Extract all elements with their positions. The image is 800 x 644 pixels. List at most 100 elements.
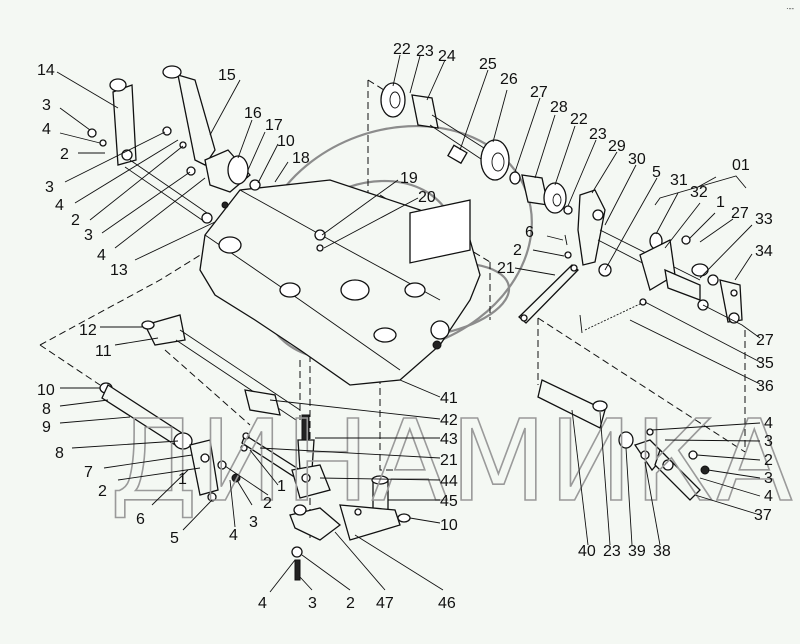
callout-17: 17 [265, 117, 283, 134]
callout-40: 40 [578, 543, 596, 560]
boss [279, 282, 301, 298]
leader-8a [59, 399, 109, 407]
leader-15 [209, 79, 241, 136]
lever-29-hole [592, 209, 604, 221]
leader-2b [89, 145, 184, 221]
ring-27 [509, 171, 521, 185]
link-21-upper [518, 234, 579, 324]
callout-42: 42 [440, 412, 458, 429]
lever-arm [177, 74, 216, 166]
callout-10: 10 [440, 517, 458, 534]
leader-1a [689, 212, 716, 239]
callout-19: 19 [400, 170, 418, 187]
rod-block [244, 389, 281, 416]
pin-45-top [371, 475, 389, 485]
leader-16 [237, 119, 253, 159]
callout-20: 20 [418, 189, 436, 206]
callout-14: 14 [37, 62, 55, 79]
lever-34 [697, 274, 743, 324]
callout-21: 21 [497, 260, 515, 277]
leader-2c [532, 249, 565, 257]
lever-44-plate [291, 464, 331, 499]
link-hole [240, 444, 248, 452]
lower-right-group [537, 379, 710, 501]
housing-edge [204, 234, 401, 371]
leader-8b [71, 440, 179, 449]
housing-edge [239, 189, 441, 301]
leader-21b [259, 447, 441, 459]
callout-44: 44 [440, 473, 458, 490]
leader-6a [546, 235, 564, 241]
fork-hole [200, 453, 210, 463]
callout-6: 6 [525, 224, 534, 241]
washer [99, 139, 107, 147]
leader-3a [59, 107, 91, 131]
bolt [186, 166, 196, 176]
callout-28: 28 [550, 99, 568, 116]
callout-45: 45 [440, 493, 458, 510]
boss [404, 282, 426, 298]
washer-2 [291, 546, 303, 558]
leader-23c [599, 411, 611, 546]
callout-10: 10 [37, 382, 55, 399]
watermark-text: ДИНАМИКА 76 [110, 397, 800, 527]
callout-18: 18 [292, 150, 310, 167]
callout-31: 31 [670, 172, 688, 189]
callout-34: 34 [755, 243, 773, 260]
leader-1c [249, 449, 279, 486]
callout-8: 8 [55, 445, 64, 462]
leader-3d [237, 481, 253, 506]
leader-31 [655, 192, 679, 235]
callout-46: 46 [438, 595, 456, 612]
callout-23: 23 [589, 126, 607, 143]
leader-4b [74, 139, 179, 204]
boss [340, 279, 370, 301]
leader-14 [56, 71, 119, 109]
callout-4: 4 [42, 121, 51, 138]
leader-22b [554, 125, 576, 186]
bushing [691, 263, 709, 277]
plate-hole [354, 508, 362, 516]
spring-assembly [579, 298, 647, 334]
lever-hole [728, 312, 740, 324]
dash-line [164, 349, 251, 426]
bolt [87, 128, 97, 138]
leader-2g [696, 454, 761, 461]
leader-27a [514, 97, 541, 173]
callout-2: 2 [764, 452, 773, 469]
leader-3g [707, 469, 761, 479]
leader-9 [59, 416, 131, 424]
callout-1: 1 [716, 194, 725, 211]
washer-20 [316, 244, 324, 252]
washer-2 [217, 460, 227, 470]
corner-mark: ·-- [786, 4, 794, 13]
leader-4e [269, 559, 296, 593]
leader-4f [651, 422, 761, 431]
housing-flange [409, 199, 471, 264]
callout-2: 2 [346, 595, 355, 612]
bolt [162, 126, 172, 136]
leader-11 [114, 337, 159, 346]
leader-6b [151, 469, 189, 506]
leader-4c [114, 177, 206, 249]
callout-37: 37 [754, 507, 772, 524]
bolt-5 [207, 492, 217, 502]
gear-bore [491, 152, 505, 172]
callout-21: 21 [440, 452, 458, 469]
leader-4d [229, 479, 236, 528]
lever-hole [730, 289, 738, 297]
spring-36 [584, 302, 643, 331]
link-hole [520, 314, 528, 322]
leader-4g [699, 477, 761, 497]
callout-30: 30 [628, 151, 646, 168]
dash-line [367, 79, 401, 101]
rod-13 [129, 159, 211, 216]
callout-5: 5 [170, 530, 179, 547]
rod-body [179, 329, 301, 411]
lever-14 [109, 78, 213, 224]
callout-4: 4 [764, 415, 773, 432]
callout-32: 32 [690, 184, 708, 201]
leader-25 [459, 69, 489, 151]
leader-18 [274, 161, 289, 183]
